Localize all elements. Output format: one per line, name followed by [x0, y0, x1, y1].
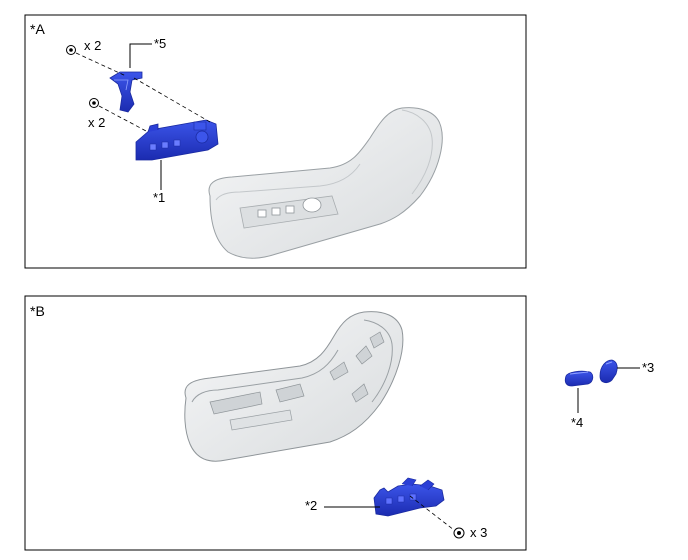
screw-icon — [66, 45, 76, 55]
seat-switch-part-1 — [135, 119, 219, 161]
install-line — [75, 52, 127, 77]
quantity-label: x 2 — [84, 38, 101, 53]
screw-icon — [453, 527, 465, 539]
quantity-label: x 3 — [470, 525, 487, 540]
callout-label: *4 — [571, 415, 583, 430]
knob-part-4 — [564, 370, 594, 387]
knob-part-3 — [599, 359, 618, 384]
callout-label: *3 — [642, 360, 654, 375]
screw-icon — [89, 98, 99, 108]
seat-side-cover-b — [184, 311, 404, 462]
quantity-label: x 2 — [88, 115, 105, 130]
install-line — [133, 77, 211, 123]
callout-label: *1 — [153, 190, 165, 205]
panel-b: *B *2 — [24, 295, 527, 551]
callout-label: *2 — [305, 498, 317, 513]
panel-a-label: *A — [30, 21, 45, 37]
callout-label: *5 — [154, 36, 166, 51]
seat-side-cover-a — [208, 107, 443, 259]
panel-a: *A — [24, 14, 527, 269]
switch-assembly-part-2 — [373, 477, 445, 517]
leader-line — [129, 43, 152, 68]
panel-b-label: *B — [30, 303, 45, 319]
bracket-part-5 — [109, 71, 143, 113]
install-line — [98, 105, 149, 133]
install-line — [409, 495, 455, 531]
